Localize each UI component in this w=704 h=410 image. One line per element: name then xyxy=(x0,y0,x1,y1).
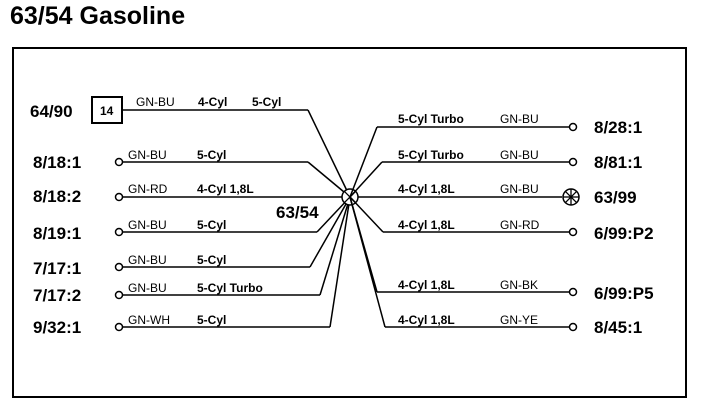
terminal-circle xyxy=(568,157,578,167)
wire-variant: 5-Cyl Turbo xyxy=(398,112,464,126)
left-wire-64-90: 64/90 14 GN-BU 4-Cyl 5-Cyl xyxy=(30,95,351,198)
left-wire-8-19-1: 8/19:1 GN-BU 5-Cyl xyxy=(33,196,351,243)
wire-color: GN-BU xyxy=(136,95,175,109)
right-wire-6-99-p2: 4-Cyl 1,8L GN-RD 6/99:P2 xyxy=(349,196,654,243)
pin-label: 8/45:1 xyxy=(594,318,642,337)
wire-variant: 4-Cyl 1,8L xyxy=(398,182,455,196)
wire-color: GN-WH xyxy=(128,313,170,327)
wire-variant: 5-Cyl xyxy=(197,148,226,162)
wire-color: GN-BU xyxy=(128,281,167,295)
pin-label: 8/18:1 xyxy=(33,153,81,172)
terminal-circle xyxy=(568,322,578,332)
terminal-circle xyxy=(568,227,578,237)
right-wire-6-99-p5: 4-Cyl 1,8L GN-BK 6/99:P5 xyxy=(349,196,654,303)
wire-color: GN-BU xyxy=(128,253,167,267)
pin-label: 7/17:2 xyxy=(33,286,81,305)
diagram-frame xyxy=(12,47,687,398)
wire-variant: 5-Cyl xyxy=(252,95,281,109)
terminal-circle xyxy=(114,262,124,272)
terminal-circle xyxy=(568,122,578,132)
terminal-circle xyxy=(114,322,124,332)
wire-variant: 4-Cyl 1,8L xyxy=(398,218,455,232)
wire-variant: 5-Cyl xyxy=(197,313,226,327)
left-wire-8-18-1: 8/18:1 GN-BU 5-Cyl xyxy=(33,148,351,198)
connector-box xyxy=(91,96,123,124)
right-wire-8-81-1: 5-Cyl Turbo GN-BU 8/81:1 xyxy=(349,148,642,198)
wire-variant: 4-Cyl 1,8L xyxy=(197,182,254,196)
right-wire-8-45-1: 4-Cyl 1,8L GN-YE 8/45:1 xyxy=(349,196,642,337)
wire-color: GN-BU xyxy=(500,112,539,126)
wire-variant: 5-Cyl xyxy=(197,218,226,232)
pin-label: 63/99 xyxy=(594,188,637,207)
wire-variant: 4-Cyl 1,8L xyxy=(398,313,455,327)
pin-label: 8/81:1 xyxy=(594,153,642,172)
pin-label: 6/99:P2 xyxy=(594,224,654,243)
connector-box-label: 14 xyxy=(100,104,114,118)
pin-label: 6/99:P5 xyxy=(594,284,654,303)
pin-label: 8/19:1 xyxy=(33,224,81,243)
pin-label: 64/90 xyxy=(30,102,73,121)
pin-label: 7/17:1 xyxy=(33,259,81,278)
wire-color: GN-RD xyxy=(500,218,540,232)
left-wire-8-18-2: 8/18:2 GN-RD 4-Cyl 1,8L xyxy=(33,182,342,206)
wire-variant: 4-Cyl 1,8L xyxy=(398,278,455,292)
splice-label: 63/54 xyxy=(276,203,319,222)
terminal-circle xyxy=(114,157,124,167)
wire-variant: 4-Cyl xyxy=(198,95,227,109)
terminal-circle xyxy=(114,192,124,202)
wire-variant: 5-Cyl Turbo xyxy=(398,148,464,162)
right-wire-8-28-1: 5-Cyl Turbo GN-BU 8/28:1 xyxy=(349,112,642,198)
wire-variant: 5-Cyl xyxy=(197,253,226,267)
left-wire-7-17-1: 7/17:1 GN-BU 5-Cyl xyxy=(33,196,351,278)
wire-color: GN-BK xyxy=(500,278,538,292)
wire-color: GN-RD xyxy=(128,182,168,196)
wire-color: GN-BU xyxy=(128,148,167,162)
wire-color: GN-YE xyxy=(500,313,538,327)
right-wire-63-99: 4-Cyl 1,8L GN-BU 63/99 xyxy=(358,182,637,207)
terminal-circle xyxy=(568,287,578,297)
terminal-circle xyxy=(114,290,124,300)
pin-label: 8/28:1 xyxy=(594,118,642,137)
pin-label: 8/18:2 xyxy=(33,187,81,206)
wire-color: GN-BU xyxy=(500,148,539,162)
left-wire-9-32-1: 9/32:1 GN-WH 5-Cyl xyxy=(33,196,351,337)
left-wire-7-17-2: 7/17:2 GN-BU 5-Cyl Turbo xyxy=(33,196,351,305)
wire-color: GN-BU xyxy=(500,182,539,196)
wire-color: GN-BU xyxy=(128,218,167,232)
page-title: 63/54 Gasoline xyxy=(10,2,186,30)
pin-label: 9/32:1 xyxy=(33,318,81,337)
terminal-circle xyxy=(114,227,124,237)
wire-variant: 5-Cyl Turbo xyxy=(197,281,263,295)
